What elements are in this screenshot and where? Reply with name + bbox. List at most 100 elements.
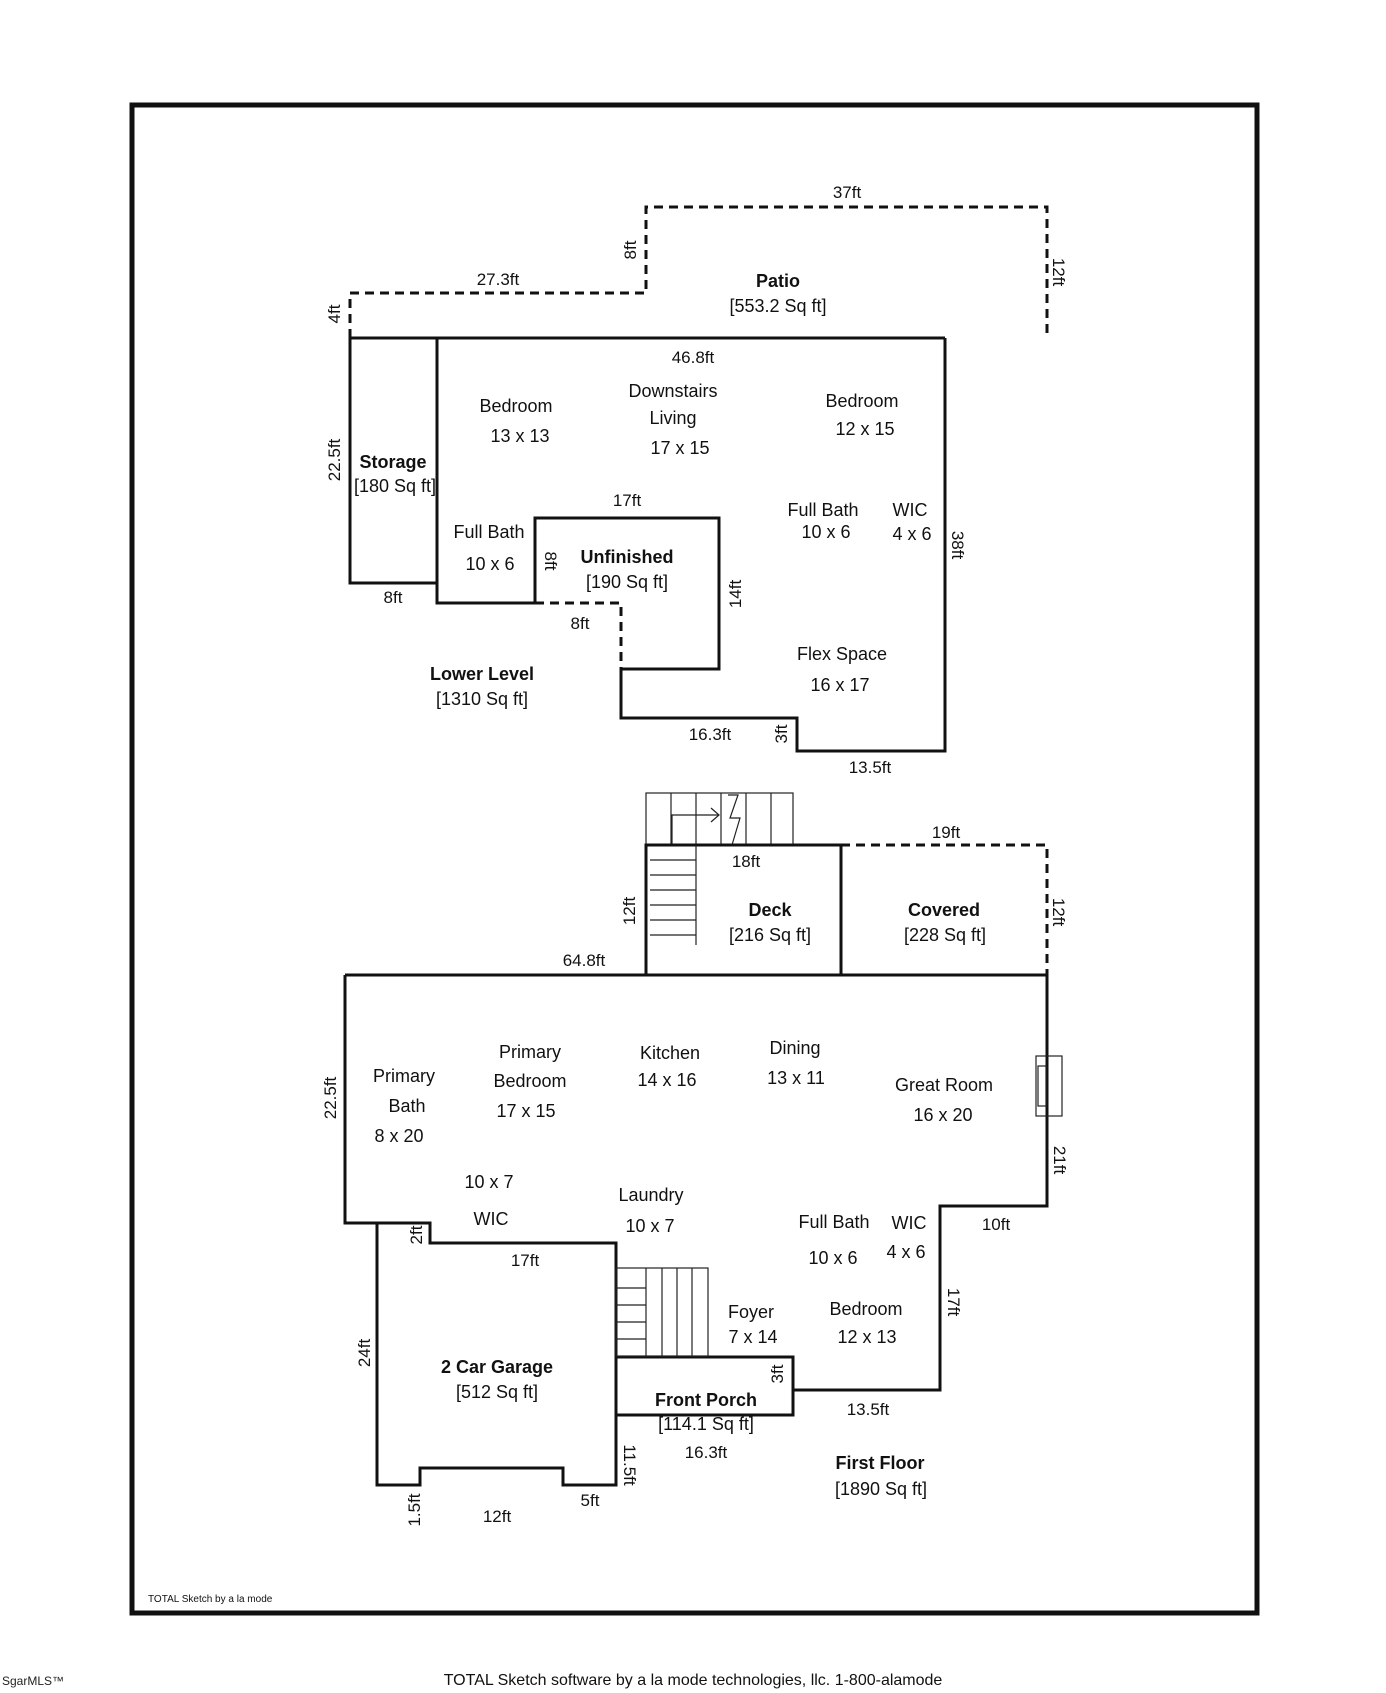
kitchen-size: 14 x 16 xyxy=(637,1070,696,1090)
deck-area: [216 Sq ft] xyxy=(729,925,811,945)
bedroom-name: Bedroom xyxy=(829,1299,902,1319)
dim-deck-side: 12ft xyxy=(620,897,639,926)
dim-garage-bottom-left: 1.5ft xyxy=(405,1493,424,1526)
laundry-name: Laundry xyxy=(618,1185,683,1205)
dim-right-wall: 38ft xyxy=(948,531,967,560)
first-floor-title: First Floor xyxy=(836,1453,925,1473)
downstairs-living-size: 17 x 15 xyxy=(650,438,709,458)
dim-right-wall-ff: 21ft xyxy=(1050,1146,1069,1175)
dim-top-wall-ff: 64.8ft xyxy=(563,951,606,970)
patio-area: [553.2 Sq ft] xyxy=(729,296,826,316)
wic-right-name: WIC xyxy=(892,1213,927,1233)
dim-left-wall-ff: 22.5ft xyxy=(321,1076,340,1119)
lower-level-walls xyxy=(619,338,947,753)
garage-outline xyxy=(375,1223,618,1487)
dim-patio-top: 37ft xyxy=(833,183,862,202)
dim-porch-step: 3ft xyxy=(768,1364,787,1383)
dim-bedroom-side: 17ft xyxy=(944,1288,963,1317)
wic-left-name: WIC xyxy=(474,1209,509,1229)
lower-level-title: Lower Level xyxy=(430,664,534,684)
full-bath-left-size: 10 x 6 xyxy=(465,554,514,574)
dim-storage-side: 22.5ft xyxy=(325,438,344,481)
dim-covered-top: 19ft xyxy=(932,823,961,842)
dim-storage-bottom: 8ft xyxy=(384,588,403,607)
dim-garage-left: 24ft xyxy=(355,1339,374,1368)
dim-bottom-right: 13.5ft xyxy=(849,758,892,777)
dim-unfinished-right: 14ft xyxy=(726,580,745,609)
dim-covered-side: 12ft xyxy=(1049,898,1068,927)
bedroom-left-name: Bedroom xyxy=(479,396,552,416)
primary-bedroom-line1: Primary xyxy=(499,1042,561,1062)
bedroom-left-size: 13 x 13 xyxy=(490,426,549,446)
primary-bath-line1: Primary xyxy=(373,1066,435,1086)
dim-garage-bottom-right: 5ft xyxy=(581,1491,600,1510)
dim-garage-top: 17ft xyxy=(511,1251,540,1270)
first-floor-area: [1890 Sq ft] xyxy=(835,1479,927,1499)
front-porch-name: Front Porch xyxy=(655,1390,757,1410)
fireplace-icon xyxy=(1035,1055,1063,1117)
dim-patio-right: 12ft xyxy=(1049,258,1068,287)
wic-name: WIC xyxy=(893,500,928,520)
dim-patio-left-top: 27.3ft xyxy=(477,270,520,289)
dining-name: Dining xyxy=(769,1038,820,1058)
bath-wall xyxy=(435,338,535,605)
dim-right-step: 10ft xyxy=(982,1215,1011,1234)
first-floor-left-wall xyxy=(343,975,618,1355)
dim-porch-side: 11.5ft xyxy=(620,1444,639,1486)
dim-unfinished-left: 8ft xyxy=(541,552,560,571)
foyer-size: 7 x 14 xyxy=(728,1327,777,1347)
bedroom-size: 12 x 13 xyxy=(837,1327,896,1347)
page-frame xyxy=(129,102,1260,1616)
dim-bottom-step: 3ft xyxy=(772,724,791,743)
foyer-name: Foyer xyxy=(728,1302,774,1322)
patio-name: Patio xyxy=(756,271,800,291)
full-bath-right-name: Full Bath xyxy=(787,500,858,520)
mls-watermark-logo: SgarMLS™ xyxy=(2,1674,65,1688)
great-room-name: Great Room xyxy=(895,1075,993,1095)
dim-patio-step: 8ft xyxy=(621,240,640,259)
full-bath-right-size: 10 x 6 xyxy=(801,522,850,542)
great-room-size: 16 x 20 xyxy=(913,1105,972,1125)
dim-bottom-mid: 16.3ft xyxy=(689,725,732,744)
front-porch-area: [114.1 Sq ft] xyxy=(658,1414,754,1434)
garage-name: 2 Car Garage xyxy=(441,1357,553,1377)
dim-unfinished-top: 17ft xyxy=(613,491,642,510)
downstairs-living-line1: Downstairs xyxy=(628,381,717,401)
unfinished-dashed xyxy=(535,601,623,669)
dim-garage-bottom: 12ft xyxy=(483,1507,512,1526)
wic-size: 4 x 6 xyxy=(892,524,931,544)
primary-bath-size: 8 x 20 xyxy=(374,1126,423,1146)
primary-bedroom-line2: Bedroom xyxy=(493,1071,566,1091)
primary-bath-line2: Bath xyxy=(388,1096,425,1116)
dim-patio-left: 4ft xyxy=(325,304,344,323)
lower-level-area: [1310 Sq ft] xyxy=(436,689,528,709)
unfinished-name: Unfinished xyxy=(581,547,674,567)
unfinished-wall xyxy=(533,516,721,671)
foyer-stairs xyxy=(615,1267,709,1357)
dim-deck-top: 18ft xyxy=(732,852,761,871)
dim-unfinished-bottom: 8ft xyxy=(571,614,590,633)
garage-area: [512 Sq ft] xyxy=(456,1382,538,1402)
covered-area: [228 Sq ft] xyxy=(904,925,986,945)
unfinished-area: [190 Sq ft] xyxy=(586,572,668,592)
bedroom-right-name: Bedroom xyxy=(825,391,898,411)
flex-space-size: 16 x 17 xyxy=(810,675,869,695)
frame-credit: TOTAL Sketch by a la mode xyxy=(148,1594,273,1605)
dim-bottom-right-ff: 13.5ft xyxy=(847,1400,890,1419)
covered-outline xyxy=(841,843,1049,975)
deck-stairs xyxy=(645,792,794,846)
first-floor-plan: Deck [216 Sq ft] Covered [228 Sq ft] Pri… xyxy=(321,792,1069,1527)
lower-level-plan: Patio [553.2 Sq ft] Storage [180 Sq ft] … xyxy=(325,183,1068,777)
deck-interior-stairs xyxy=(650,845,697,945)
first-floor-walls xyxy=(345,973,1049,1392)
full-bath-name: Full Bath xyxy=(798,1212,869,1232)
storage-outline xyxy=(348,338,437,585)
footer-credit: TOTAL Sketch software by a la mode techn… xyxy=(443,1672,943,1689)
kitchen-name: Kitchen xyxy=(640,1043,700,1063)
deck-name: Deck xyxy=(748,900,792,920)
patio-outline xyxy=(348,205,1049,338)
dining-size: 13 x 11 xyxy=(767,1068,825,1088)
covered-name: Covered xyxy=(908,900,980,920)
storage-area: [180 Sq ft] xyxy=(354,476,436,496)
storage-name: Storage xyxy=(359,452,426,472)
